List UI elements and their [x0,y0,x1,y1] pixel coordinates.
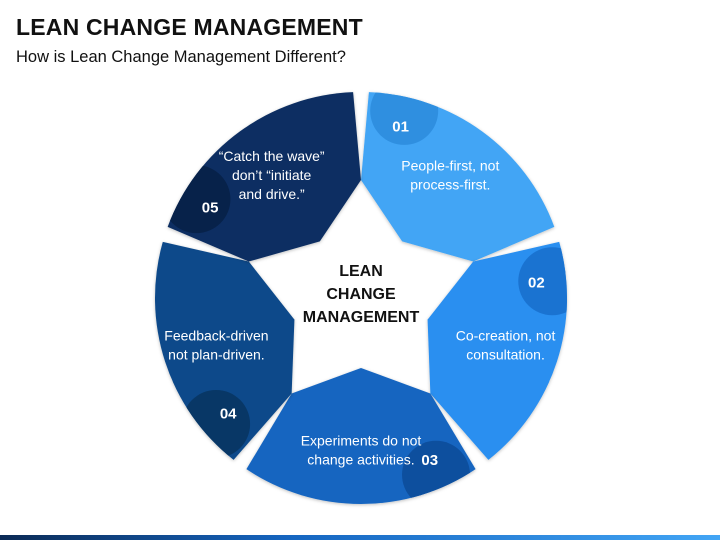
footer-bar [0,535,720,540]
segment-text-line: consultation. [466,346,545,362]
segment-number: 02 [528,275,545,292]
number-badge [182,389,251,458]
segment-text-line: Co-creation, not [456,327,556,343]
center-line-2: CHANGE [326,286,396,303]
segment-05: 05 “Catch the wave” don’t “initiate and dri… [167,92,361,262]
segment-number: 04 [220,405,237,422]
segment-text-line: not plan-driven. [168,346,265,362]
segment-text-line: process-first. [410,177,490,193]
segment-text-line: People-first, not [401,158,499,174]
segment-number: 05 [202,199,219,216]
segment-number: 01 [392,119,409,136]
segment-number: 03 [421,452,438,469]
segment-04: 04 Feedback-driven not plan-driven. [154,241,295,460]
segment-text-line: Experiments do not [301,433,422,449]
page-subtitle: How is Lean Change Management Different? [16,48,346,66]
center-line-3: MANAGEMENT [303,309,420,326]
segment-03: 03 Experiments do not change activities. [246,368,476,504]
number-badge [518,247,567,316]
page-title: LEAN CHANGE MANAGEMENT [16,14,363,40]
center-label: LEAN CHANGE MANAGEMENT [303,263,420,326]
segment-text-line: Feedback-driven [164,327,268,343]
segment-text-line: “Catch the wave” [219,148,325,164]
segment-text-line: don’t “initiate [232,167,312,183]
center-line-1: LEAN [339,263,383,280]
number-badge [167,165,231,234]
segment-text-line: change activities. [307,452,414,468]
segment-text-line: and drive.” [239,186,305,202]
